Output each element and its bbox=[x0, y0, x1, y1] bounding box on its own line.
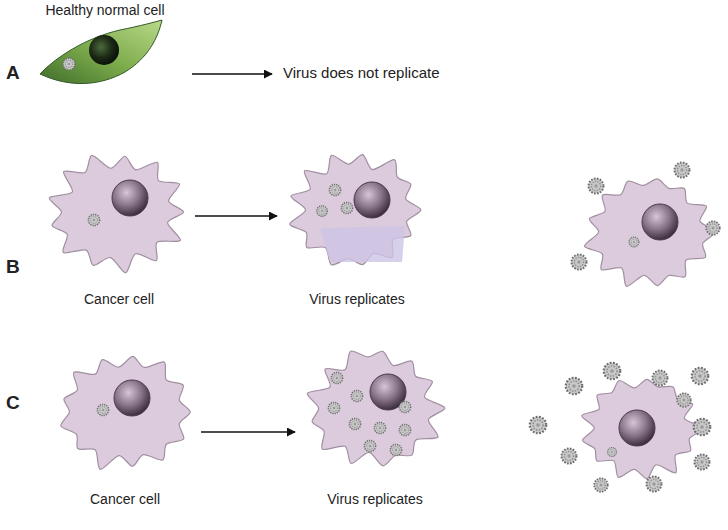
virus-particle bbox=[706, 221, 720, 235]
virus-particle bbox=[589, 179, 604, 194]
nucleus bbox=[89, 35, 119, 65]
virus-particle bbox=[63, 58, 75, 70]
nucleus bbox=[354, 182, 390, 218]
cancer-cell bbox=[582, 379, 703, 479]
cancer-cell bbox=[307, 351, 445, 466]
cell-label: Virus replicates bbox=[281, 291, 433, 308]
virus-particle bbox=[675, 163, 690, 178]
cell-node: Cancer cell bbox=[55, 352, 195, 510]
virus-particle bbox=[97, 404, 108, 415]
healthy-cell bbox=[40, 20, 162, 84]
virus-particle bbox=[692, 368, 709, 385]
virus-particle bbox=[328, 402, 339, 413]
virus-particle bbox=[374, 422, 385, 433]
virus-particle bbox=[399, 401, 410, 412]
virus-particle bbox=[329, 184, 340, 195]
virus-particle bbox=[695, 455, 710, 470]
virus-particle bbox=[594, 478, 608, 492]
nucleus bbox=[114, 380, 150, 416]
cancer-cell bbox=[584, 179, 715, 286]
panel-letter: A bbox=[6, 62, 20, 84]
virus-particle bbox=[653, 371, 668, 386]
cell-label: Cancer cell bbox=[55, 491, 195, 508]
panel-letter: C bbox=[6, 392, 20, 414]
nucleus bbox=[642, 204, 678, 240]
virus-particle bbox=[399, 424, 410, 435]
virus-particle bbox=[317, 206, 328, 217]
nucleus bbox=[619, 410, 655, 446]
cell-node: Healthy normal cell bbox=[27, 0, 183, 84]
cancer-cell bbox=[49, 155, 183, 272]
cell-node: Virus replicates bbox=[299, 346, 451, 510]
outcome-note: Virus does not replicate bbox=[283, 64, 439, 81]
virus-particle bbox=[364, 440, 375, 451]
arrow-connector bbox=[195, 215, 277, 217]
cell-node: Virus replicates bbox=[281, 150, 433, 310]
virus-particle bbox=[562, 449, 577, 464]
virus-particle bbox=[331, 372, 342, 383]
virus-particle bbox=[604, 363, 621, 380]
cell-label: Cancer cell bbox=[49, 291, 189, 308]
virus-particle bbox=[629, 237, 639, 247]
virus-particle bbox=[677, 393, 691, 407]
virus-particle bbox=[530, 417, 547, 434]
cytoplasm-shade bbox=[320, 226, 405, 262]
virus-particle bbox=[572, 255, 587, 270]
arrow bbox=[192, 73, 272, 75]
virus-particle bbox=[694, 419, 711, 436]
arrow-connector bbox=[201, 431, 295, 433]
virus-particle bbox=[390, 444, 401, 455]
virus-particle bbox=[566, 378, 583, 395]
nucleus bbox=[112, 180, 148, 216]
virus-particle bbox=[351, 390, 362, 401]
cell-node: Cancer cell bbox=[49, 152, 189, 310]
virus-particle bbox=[88, 214, 99, 225]
panel-letter: B bbox=[6, 256, 20, 278]
cancer-cell bbox=[61, 356, 191, 469]
cancer-cell bbox=[290, 155, 421, 265]
cell-label: Healthy normal cell bbox=[27, 2, 183, 19]
virus-particle bbox=[341, 202, 352, 213]
virus-particle bbox=[647, 477, 662, 492]
virus-particle bbox=[608, 448, 617, 457]
virus-particle bbox=[349, 418, 360, 429]
cell-label: Virus replicates bbox=[299, 491, 451, 508]
